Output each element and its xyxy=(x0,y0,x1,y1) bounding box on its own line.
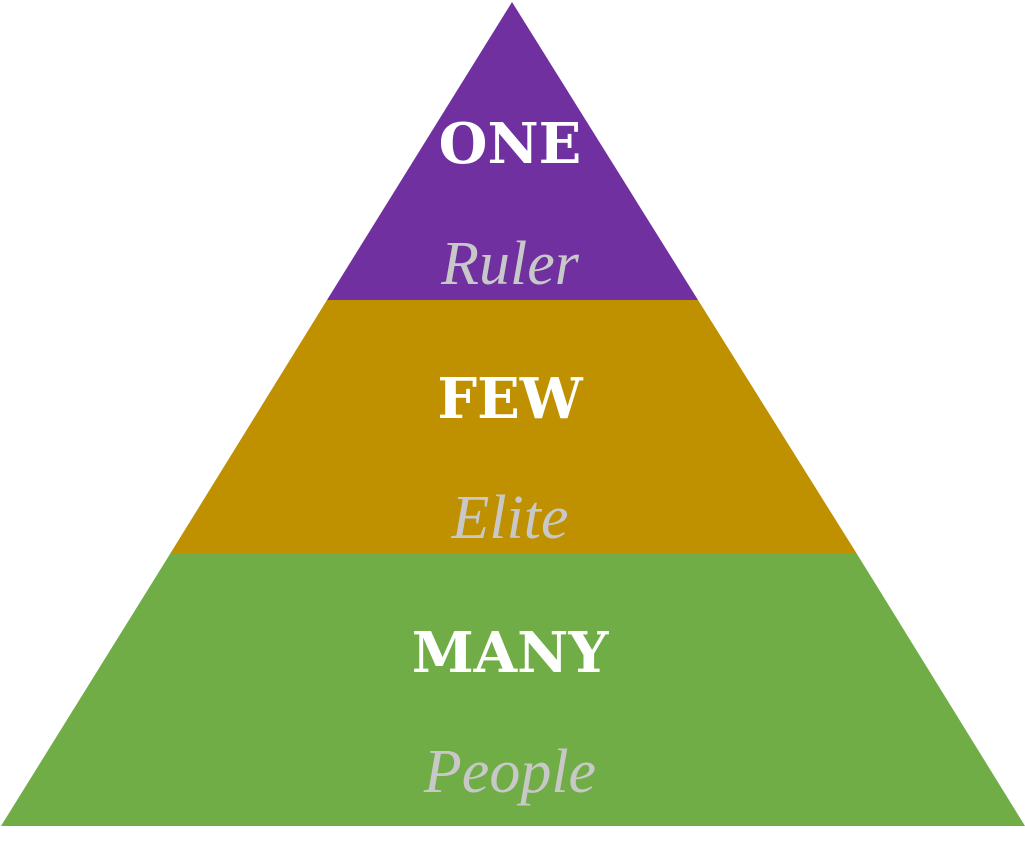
tier-middle: FEW Elite xyxy=(170,300,857,554)
tier-top-shape xyxy=(327,2,698,300)
tier-top-subtitle: Ruler xyxy=(440,230,580,298)
tier-middle-title: FEW xyxy=(437,366,583,432)
tier-middle-shape xyxy=(170,300,857,554)
tier-top: ONE Ruler xyxy=(327,2,698,300)
tier-top-title: ONE xyxy=(439,111,582,177)
tier-bottom-title: MANY xyxy=(412,620,610,686)
tier-middle-subtitle: Elite xyxy=(450,484,568,552)
tier-bottom-subtitle: People xyxy=(423,738,596,806)
tier-bottom-shape xyxy=(1,554,1025,826)
tier-bottom: MANY People xyxy=(1,554,1025,826)
